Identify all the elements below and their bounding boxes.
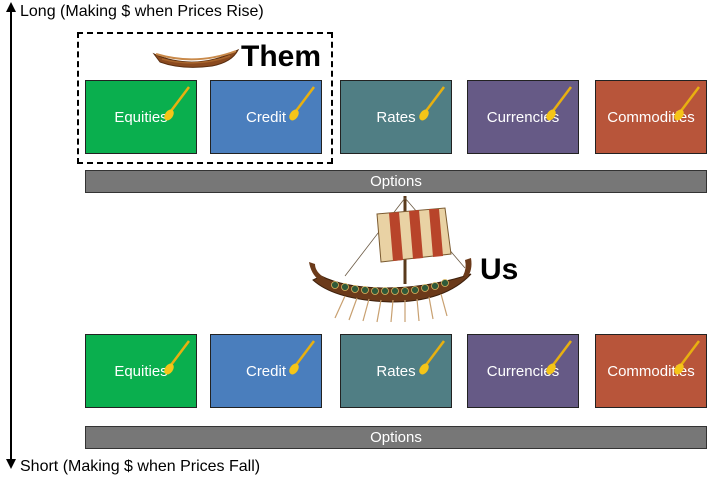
tile-label: Commodities	[607, 362, 695, 380]
them-label: Them	[241, 40, 322, 73]
oar-icon	[546, 86, 572, 121]
tile-label: Currencies	[486, 362, 560, 380]
oar-icon	[674, 340, 700, 375]
oar-icon	[289, 340, 315, 375]
short-tile-currencies[interactable]: Currencies	[467, 334, 579, 408]
short-options-bar[interactable]: Options	[85, 426, 707, 449]
long-tile-rates[interactable]: Rates	[340, 80, 452, 154]
oar-icon	[674, 86, 700, 121]
vertical-axis	[10, 10, 12, 461]
arrow-down-icon	[6, 459, 16, 469]
long-tile-credit[interactable]: Credit	[210, 80, 322, 154]
us-label: Us	[480, 253, 519, 286]
long-tile-equities[interactable]: Equities	[85, 80, 197, 154]
tile-label: Currencies	[486, 108, 560, 126]
tile-label: Commodities	[607, 108, 695, 126]
oar-icon	[419, 86, 445, 121]
long-options-bar[interactable]: Options	[85, 170, 707, 193]
tile-label: Equities	[114, 362, 168, 380]
oar-icon	[289, 86, 315, 121]
short-tile-equities[interactable]: Equities	[85, 334, 197, 408]
tile-label: Credit	[245, 108, 286, 126]
tile-label: Equities	[114, 108, 168, 126]
tile-label: Rates	[376, 362, 416, 380]
oar-icon	[546, 340, 572, 375]
canoe-icon	[152, 48, 240, 68]
tile-label: Rates	[376, 108, 416, 126]
axis-top-label: Long (Making $ when Prices Rise)	[20, 3, 264, 20]
long-tile-commodities[interactable]: Commodities	[595, 80, 707, 154]
long-tile-currencies[interactable]: Currencies	[467, 80, 579, 154]
them-highlight-box	[77, 32, 333, 164]
axis-bottom-label: Short (Making $ when Prices Fall)	[20, 458, 261, 475]
short-tile-credit[interactable]: Credit	[210, 334, 322, 408]
viking-ship-icon	[309, 196, 472, 323]
oar-icon	[164, 86, 190, 121]
oar-icon	[419, 340, 445, 375]
short-tile-commodities[interactable]: Commodities	[595, 334, 707, 408]
tile-label: Credit	[245, 362, 286, 380]
short-tile-rates[interactable]: Rates	[340, 334, 452, 408]
arrow-up-icon	[6, 2, 16, 12]
oar-icon	[164, 340, 190, 375]
